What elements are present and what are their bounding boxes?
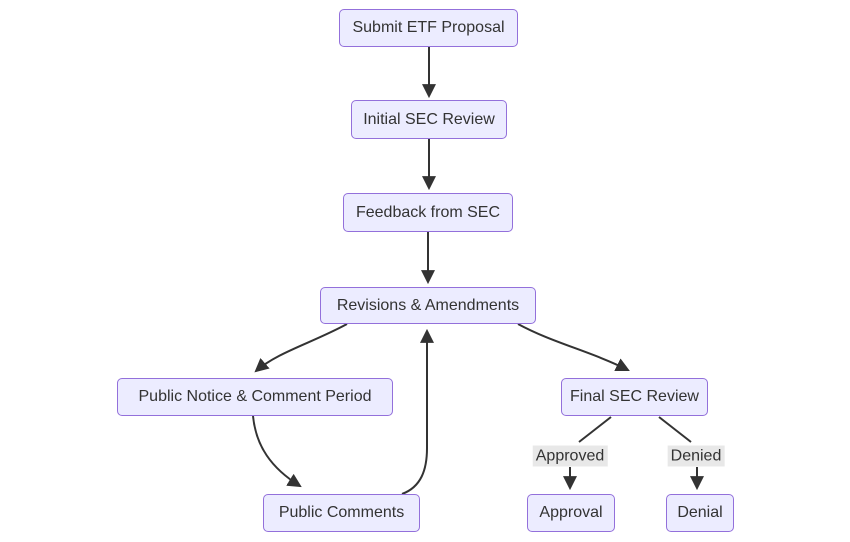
node-revisions-amendments: Revisions & Amendments [320,287,536,324]
node-final-sec-review: Final SEC Review [561,378,708,416]
node-approval: Approval [527,494,615,532]
node-submit-etf-proposal: Submit ETF Proposal [339,9,518,47]
edge-label-denied: Denied [667,445,725,467]
edge-revisions-to-public-notice [254,323,348,373]
node-public-comments: Public Comments [263,494,420,532]
edge-public-notice-to-public-comments [252,415,302,488]
node-feedback-from-sec: Feedback from SEC [343,193,513,232]
edge-final-to-approved-label [578,416,612,443]
node-initial-sec-review: Initial SEC Review [351,100,507,139]
edge-public-comments-to-revisions [401,328,434,495]
edge-label-approved: Approved [532,445,608,467]
edge-revisions-to-final [517,323,630,371]
edge-final-to-denied-label [658,416,692,443]
node-public-notice-comment-period: Public Notice & Comment Period [117,378,393,416]
node-denial: Denial [666,494,734,532]
